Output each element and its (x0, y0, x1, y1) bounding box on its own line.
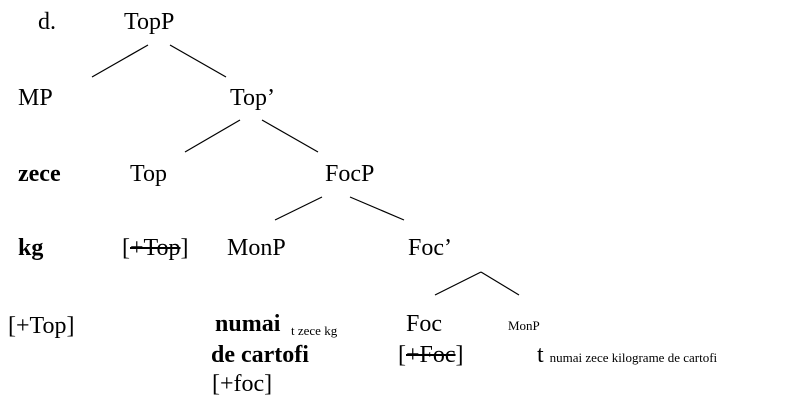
node-top-feature-struck: [+Top] (122, 236, 189, 260)
bracket-open: [ (398, 342, 406, 368)
node-mp: MP (18, 85, 53, 111)
edge-topp-mp (91, 44, 149, 78)
node-zece: zece (18, 161, 61, 187)
edge-focp-focbar (349, 196, 405, 221)
node-top: Top (130, 161, 167, 187)
edge-focbar-monp (480, 271, 520, 296)
node-foc-feature-struck: [+Foc] (398, 343, 464, 367)
bracket-close: ] (455, 342, 464, 368)
node-foc-feature: [+foc] (212, 371, 273, 397)
node-foc-bar: Foc’ (408, 235, 452, 261)
edge-focp-monp (274, 196, 323, 221)
node-trace: t numai zece kilograme de cartofi (537, 343, 717, 367)
node-topp: TopP (124, 9, 175, 35)
node-foc: Foc (406, 311, 442, 337)
node-top-bar: Top’ (230, 85, 275, 111)
trace-subscript: numai zece kilograme de cartofi (549, 350, 718, 365)
node-monp: MonP (227, 235, 286, 261)
node-de-cartofi: de cartofi (211, 342, 309, 368)
struck-foc-feature: +Foc (406, 342, 456, 368)
edge-topp-topbar (169, 44, 227, 78)
edge-topbar-top (184, 119, 241, 153)
example-label: d. (38, 9, 56, 35)
trace-t: t (537, 342, 544, 368)
node-kg: kg (18, 235, 44, 261)
node-numai: numai (215, 311, 281, 337)
node-monp-small: MonP (508, 318, 540, 333)
bracket-close: ] (180, 235, 189, 261)
struck-top-feature: +Top (130, 235, 181, 261)
node-focp: FocP (325, 161, 375, 187)
node-numai-trace: t zece kg (291, 323, 338, 338)
bracket-open: [ (122, 235, 130, 261)
edge-topbar-focp (261, 119, 319, 153)
node-top-feature: [+Top] (8, 313, 75, 339)
edge-focbar-foc (434, 271, 482, 296)
